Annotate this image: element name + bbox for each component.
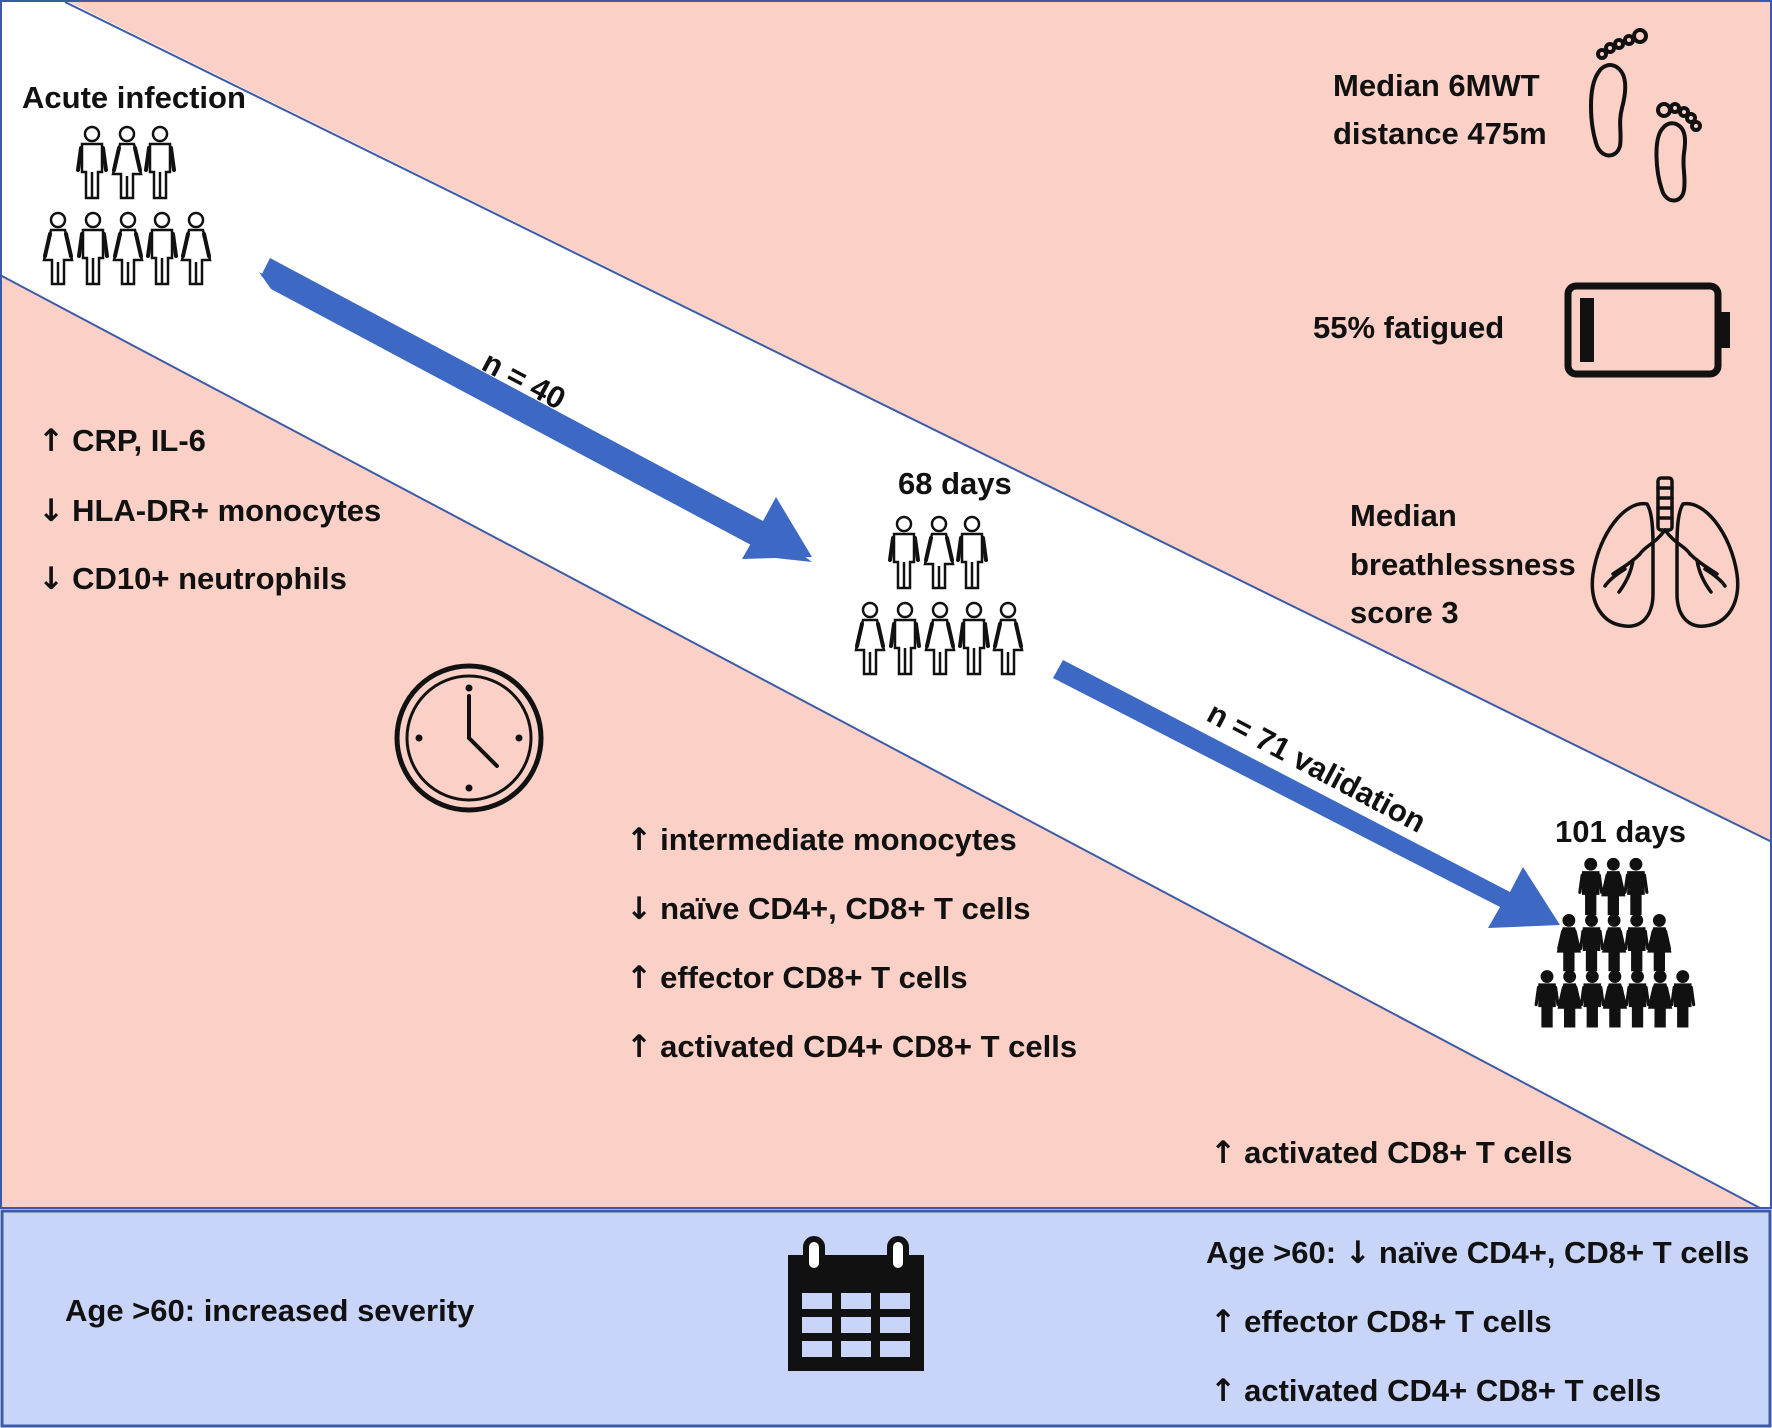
arrow-glyph: ↓	[38, 561, 64, 597]
marker-text: activated CD8+ T cells	[1244, 1135, 1573, 1170]
person-icon	[854, 601, 886, 676]
lungs-icon	[1590, 476, 1740, 628]
cohort-101-icon	[1534, 858, 1696, 1028]
arrow-glyph: ↑	[626, 822, 652, 858]
person-icon	[1601, 913, 1627, 972]
marker-text: HLA-DR+ monocytes	[72, 493, 382, 528]
marker-text: CRP, IL-6	[72, 423, 206, 458]
walk-label-line1: Median 6MWT	[1333, 68, 1540, 103]
age-right-line: ↑effector CD8+ T cells	[1210, 1304, 1552, 1341]
cohort-68-icon	[854, 515, 1024, 676]
person-icon	[180, 211, 212, 286]
day101-marker: ↑activated CD8+ T cells	[1210, 1135, 1572, 1172]
battery-low-icon	[1564, 282, 1730, 378]
person-icon	[1557, 970, 1582, 1028]
top-border	[0, 0, 1772, 1209]
person-icon	[1647, 970, 1673, 1028]
age-left-label: Age >60: increased severity	[65, 1293, 475, 1328]
arrow-glyph: ↑	[1210, 1135, 1236, 1171]
calendar-icon	[788, 1236, 924, 1371]
person-icon	[42, 211, 74, 286]
day68-marker: ↑activated CD4+ CD8+ T cells	[626, 1029, 1077, 1066]
day101-title: 101 days	[1555, 814, 1686, 849]
arrow-glyph: ↑	[626, 1029, 652, 1065]
person-icon	[1624, 913, 1650, 972]
marker-text: naïve CD4+, CD8+ T cells	[1378, 1235, 1750, 1270]
day68-marker: ↑effector CD8+ T cells	[626, 960, 968, 997]
marker-text: effector CD8+ T cells	[660, 960, 968, 995]
person-icon	[889, 601, 921, 676]
fatigue-label: 55% fatigued	[1313, 310, 1505, 345]
arrow-glyph: ↑	[626, 960, 652, 996]
breath-label-line1: Median	[1350, 498, 1457, 533]
age-right-line: Age >60: ↓naïve CD4+, CD8+ T cells	[1206, 1235, 1749, 1272]
person-icon	[958, 601, 990, 676]
person-icon	[111, 125, 143, 200]
person-icon	[1670, 970, 1696, 1028]
marker-text: effector CD8+ T cells	[1244, 1304, 1552, 1339]
person-icon	[956, 515, 988, 590]
person-icon	[1556, 913, 1582, 972]
breath-label-line3: score 3	[1350, 595, 1459, 630]
person-icon	[77, 211, 109, 286]
person-icon	[146, 211, 178, 286]
person-icon	[1601, 858, 1626, 916]
breath-label-line2: breathlessness	[1350, 547, 1576, 582]
person-icon	[888, 515, 920, 590]
arrow-glyph: ↑	[1210, 1304, 1236, 1340]
acute-marker: ↑CRP, IL-6	[38, 423, 206, 460]
footprints-icon	[1589, 28, 1702, 203]
arrow-glyph: ↓	[38, 493, 64, 529]
person-icon	[1602, 970, 1628, 1028]
acute-marker: ↓HLA-DR+ monocytes	[38, 493, 381, 530]
arrow-glyph: ↑	[38, 423, 64, 459]
band-lower-edge	[0, 274, 1761, 1209]
acute-marker: ↓CD10+ neutrophils	[38, 561, 347, 598]
person-icon	[1579, 913, 1604, 972]
marker-text: intermediate monocytes	[660, 822, 1017, 857]
age-right-line: ↑activated CD4+ CD8+ T cells	[1210, 1373, 1661, 1410]
band-upper-edge	[64, 1, 1772, 843]
marker-text: activated CD4+ CD8+ T cells	[1244, 1373, 1662, 1408]
person-icon	[76, 125, 108, 200]
arrow-glyph: ↓	[626, 891, 652, 927]
day68-title: 68 days	[898, 466, 1012, 501]
arrow-glyph: ↑	[1210, 1373, 1236, 1409]
walk-label-line2: distance 475m	[1333, 116, 1547, 151]
person-icon	[1625, 970, 1650, 1028]
marker-text: activated CD4+ CD8+ T cells	[660, 1029, 1078, 1064]
cohort-acute-icon	[42, 125, 212, 286]
person-icon	[1534, 970, 1560, 1028]
flow-arrow-1	[261, 258, 812, 559]
cohort-101-group	[1534, 858, 1696, 1028]
age-prefix: Age >60:	[1206, 1235, 1337, 1270]
person-icon	[1623, 858, 1649, 916]
clock-icon	[394, 663, 544, 813]
age-panel	[0, 1209, 1772, 1428]
person-icon	[1578, 858, 1604, 916]
person-icon	[112, 211, 144, 286]
person-icon	[923, 515, 955, 590]
acute-title: Acute infection	[22, 80, 246, 115]
arrow-glyph: ↓	[1344, 1235, 1371, 1271]
person-icon	[144, 125, 176, 200]
day68-marker: ↓naïve CD4+, CD8+ T cells	[626, 891, 1031, 928]
marker-text: CD10+ neutrophils	[72, 561, 347, 596]
person-icon	[992, 601, 1024, 676]
person-icon	[1647, 913, 1672, 972]
person-icon	[924, 601, 956, 676]
person-icon	[1579, 970, 1605, 1028]
day68-marker: ↑intermediate monocytes	[626, 822, 1017, 859]
marker-text: naïve CD4+, CD8+ T cells	[660, 891, 1031, 926]
flow-arrow-2	[1053, 660, 1560, 928]
